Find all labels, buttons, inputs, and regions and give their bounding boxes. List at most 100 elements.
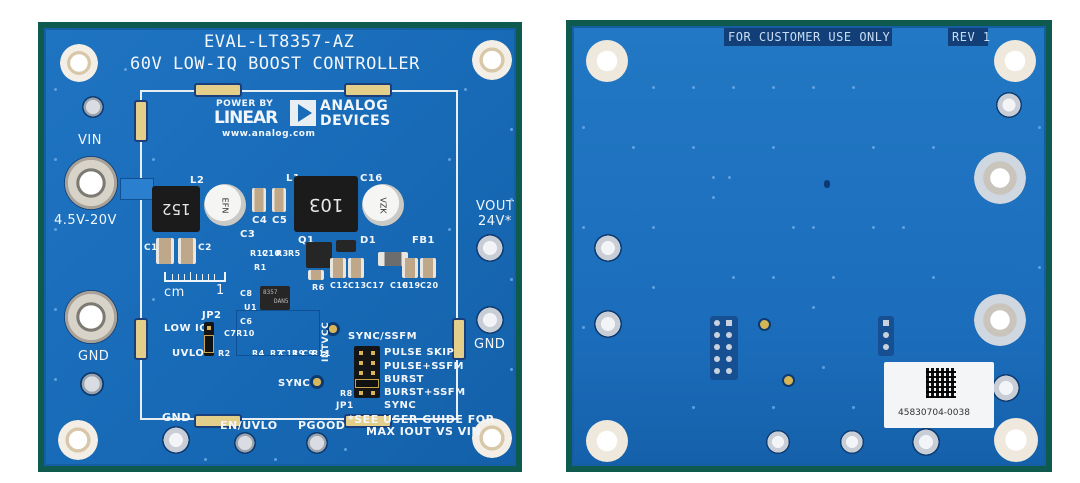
r4-refdes: R4 — [252, 349, 265, 358]
q1-refdes: Q1 — [298, 235, 315, 246]
c5-refdes: C5 — [272, 215, 288, 226]
diode-d1 — [378, 252, 408, 266]
controller-ic-u1: 8357 DAN5 — [260, 286, 290, 310]
gnd-bottom-label: GND — [162, 411, 191, 424]
gnd-left-test-point[interactable] — [80, 372, 104, 396]
mounting-hole-top-left — [60, 44, 98, 82]
mounting-hole-top-left — [586, 40, 628, 82]
terminal-back-right-bottom — [992, 374, 1020, 402]
en-uvlo-label: EN/UVLO — [220, 419, 278, 432]
terminal-back-bottom-3 — [912, 428, 940, 456]
jp2-back-pads — [878, 316, 894, 356]
jp2-option-low-iq: LOW IQ — [164, 323, 209, 334]
via-pair — [824, 180, 830, 188]
c3-marking: EFN — [220, 197, 230, 213]
terminal-back-bottom-2 — [840, 430, 864, 454]
c17-refdes: C17 — [366, 281, 385, 290]
c4-refdes: C4 — [252, 215, 268, 226]
pgood-test-point[interactable] — [306, 432, 328, 454]
sync-label: SYNC — [278, 378, 311, 389]
jumper-jp2[interactable] — [204, 322, 214, 356]
solder-pad-strip — [134, 100, 148, 142]
mounting-hole-bottom-left — [586, 420, 628, 462]
terminal-back-vout — [996, 92, 1022, 118]
jp1-option-burst: BURST — [384, 374, 424, 385]
customer-use-banner: FOR CUSTOMER USE ONLY — [728, 30, 891, 44]
terminal-back-bottom-1 — [766, 430, 790, 454]
u1-refdes: U1 — [244, 303, 258, 312]
r12-refdes: R12 — [250, 249, 269, 258]
fb1-refdes: FB1 — [412, 235, 435, 246]
ruler-mark-label: 1 — [216, 283, 225, 298]
terminal-back-left-2 — [594, 310, 622, 338]
l1-marking: 103 — [308, 193, 344, 215]
sync-test-point[interactable] — [310, 375, 324, 389]
gnd-bottom-turret[interactable] — [162, 426, 190, 454]
r3-refdes: R3 — [276, 249, 289, 258]
c16-refdes: C16 — [360, 173, 383, 184]
vout-turret[interactable] — [476, 234, 504, 262]
inductor-l2: 152 — [152, 186, 200, 232]
gnd-right-label: GND — [474, 337, 506, 352]
pcb-back-side: FOR CUSTOMER USE ONLY REV 1 45830704-003… — [566, 20, 1052, 472]
capacitor-c2 — [178, 238, 196, 264]
cm-ruler — [164, 272, 226, 282]
capacitor-c12 — [330, 258, 346, 278]
solder-pad-strip — [194, 83, 242, 97]
r2-refdes: R2 — [218, 349, 231, 358]
vin-test-point[interactable] — [82, 96, 104, 118]
resistor-r6 — [308, 270, 324, 280]
electrolytic-capacitor-c16: VZK — [362, 184, 404, 226]
note-line-2: MAX IOUT VS VIN — [366, 425, 482, 438]
intvcc-test-point[interactable] — [326, 322, 340, 336]
capacitor-c1 — [156, 238, 174, 264]
terminal-back-left-1 — [594, 234, 622, 262]
mosfet-q1 — [306, 242, 332, 268]
silkscreen-outline — [140, 90, 458, 420]
logo-url: www.analog.com — [222, 129, 316, 139]
copper-trace — [120, 178, 154, 200]
d1-refdes: D1 — [360, 235, 377, 246]
capacitor-c19 — [402, 258, 418, 278]
u1-copper-pour — [236, 310, 320, 356]
capacitor-c20 — [420, 258, 436, 278]
logo-linear: LINEAR — [214, 108, 278, 128]
note-line-1: *SEE USER GUIDE FOR — [348, 413, 495, 426]
l2-marking: 152 — [161, 200, 191, 218]
r11-refdes: R11 — [312, 349, 331, 358]
intvcc-label: INTVCC — [321, 321, 331, 362]
mounting-hole-bottom-left — [58, 420, 98, 460]
c13-refdes: C13 — [348, 281, 367, 290]
solder-pad-strip — [194, 414, 242, 428]
gnd-left-label: GND — [78, 349, 110, 364]
logo-analog: ANALOG — [320, 98, 389, 114]
jumper-jp1[interactable] — [354, 346, 380, 398]
r1-refdes: R1 — [254, 263, 267, 272]
jp1-back-pads — [710, 316, 738, 380]
c3-refdes: C3 — [240, 229, 256, 240]
solder-pad-strip — [344, 414, 392, 428]
vout-label: VOUT — [476, 199, 515, 214]
revision-label: REV 1 — [952, 30, 991, 44]
test-point-pad — [758, 318, 771, 331]
r6-refdes: R6 — [312, 283, 325, 292]
gnd-banana-jack[interactable] — [64, 290, 118, 344]
jumper-shunt[interactable] — [204, 335, 214, 353]
jumper-shunt[interactable] — [355, 379, 379, 388]
customer-banner-box — [724, 28, 892, 46]
vin-range-label: 4.5V-20V — [54, 213, 117, 228]
jp1-group-label: SYNC/SSFM — [348, 331, 418, 342]
electrolytic-capacitor-c3: EFN — [204, 184, 246, 226]
pcb-front-side: EVAL-LT8357-AZ 60V LOW-IQ BOOST CONTROLL… — [38, 22, 522, 472]
gnd-right-turret[interactable] — [476, 306, 504, 334]
vin-banana-jack[interactable] — [64, 156, 118, 210]
en-uvlo-test-point[interactable] — [234, 432, 256, 454]
r9-refdes: R9 — [292, 349, 305, 358]
solder-pad-strip — [344, 83, 392, 97]
analog-devices-logo-icon — [290, 100, 316, 126]
jp1-option-sync: SYNC — [384, 400, 417, 411]
board-title: EVAL-LT8357-AZ — [204, 32, 355, 52]
r5-refdes: R5 — [288, 249, 301, 258]
c19-refdes: C19 — [402, 281, 421, 290]
serial-number-label: 45830704-0038 — [884, 362, 994, 428]
